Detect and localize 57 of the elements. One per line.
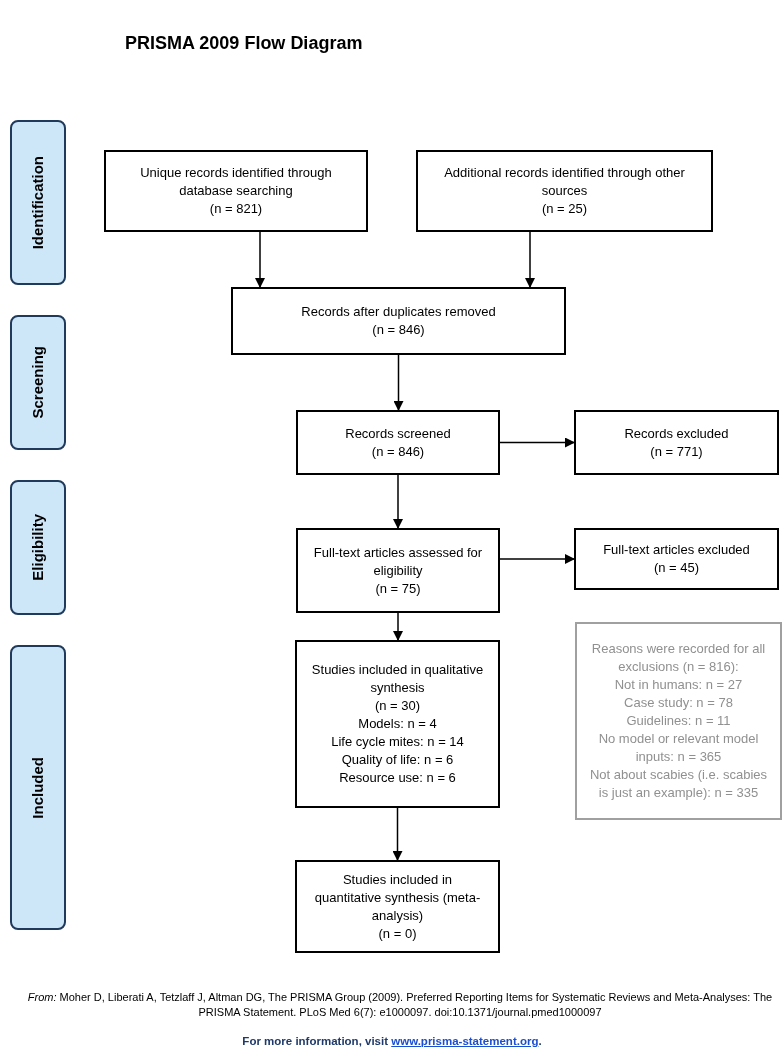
box-text: Case study: n = 78 bbox=[624, 694, 733, 712]
box-text: No model or relevant model inputs: n = 365 bbox=[597, 730, 760, 766]
box-text: (n = 846) bbox=[371, 442, 425, 461]
arrow bbox=[393, 612, 403, 641]
stage-label: Screening bbox=[27, 346, 47, 419]
box-text: Records after duplicates removed bbox=[301, 303, 496, 321]
process-box bbox=[574, 528, 779, 590]
process-box bbox=[104, 150, 368, 232]
box-text: Not in humans: n = 27 bbox=[614, 676, 743, 694]
box-text: (n = 771) bbox=[650, 442, 703, 461]
process-box bbox=[574, 410, 779, 475]
box-text: (n = 45) bbox=[653, 559, 700, 577]
note-box bbox=[575, 622, 782, 820]
box-text: Quality of life: n = 6 bbox=[341, 751, 454, 769]
box-text: Studies included in qualitative synthesis bbox=[310, 661, 485, 697]
box-text: Full-text articles assessed for eligibility bbox=[312, 543, 484, 580]
box-text: Additional records identified through other sources bbox=[443, 164, 686, 200]
box-text: (n = 75) bbox=[375, 579, 421, 598]
box-text: (n = 0) bbox=[378, 924, 417, 943]
diagram-title: PRISMA 2009 Flow Diagram bbox=[125, 32, 363, 55]
process-box bbox=[295, 860, 500, 953]
arrow bbox=[393, 474, 403, 529]
arrow bbox=[525, 231, 535, 288]
box-text: Reasons were recorded for all exclusions (n = 816): bbox=[590, 640, 767, 676]
arrow bbox=[255, 231, 265, 288]
box-text: Studies included in quantitative synthesis (meta-analysis) bbox=[313, 870, 482, 925]
box-text: (n = 821) bbox=[209, 200, 263, 218]
box-text: Models: n = 4 bbox=[358, 715, 437, 733]
arrow bbox=[393, 354, 404, 411]
process-box bbox=[416, 150, 713, 232]
box-text: (n = 846) bbox=[372, 321, 425, 339]
footer-text: For more information, visit www.prisma-statement.org. bbox=[241, 1034, 543, 1049]
box-text: Not about scabies (i.e. scabies is just an example): n = 335 bbox=[589, 766, 768, 802]
box-text: Records excluded bbox=[624, 424, 729, 443]
process-box bbox=[296, 528, 500, 613]
stage-band bbox=[10, 120, 66, 285]
box-text: Guidelines: n = 11 bbox=[626, 712, 731, 730]
arrow bbox=[392, 807, 403, 861]
arrow bbox=[499, 437, 575, 448]
stage-band bbox=[10, 480, 66, 615]
stage-label: Eligibility bbox=[27, 514, 47, 581]
process-box bbox=[296, 410, 500, 475]
stage-band bbox=[10, 645, 66, 930]
arrow bbox=[499, 554, 575, 564]
box-text: (n = 30) bbox=[374, 697, 421, 715]
stage-label: Identification bbox=[27, 155, 47, 250]
box-text: Life cycle mites: n = 14 bbox=[331, 733, 464, 751]
citation-text: From: Moher D, Liberati A, Tetzlaff J, Altman DG, The PRISMA Group (2009). Preferred Reporting Items for Systematic Reviews and Meta-Analyses: The PRISMA Statement. PLoS Med 6(7): e1000097. doi:10.1371/journal.pmed1000097 bbox=[26, 990, 774, 1020]
box-text: Unique records identified through database searching bbox=[139, 164, 333, 200]
stage-label: Included bbox=[27, 756, 47, 819]
stage-band bbox=[10, 315, 66, 450]
box-text: Records screened bbox=[345, 424, 451, 443]
process-box bbox=[295, 640, 500, 808]
process-box bbox=[231, 287, 566, 355]
box-text: (n = 25) bbox=[541, 200, 588, 218]
box-text: Resource use: n = 6 bbox=[339, 769, 456, 787]
box-text: Full-text articles excluded bbox=[603, 541, 750, 559]
